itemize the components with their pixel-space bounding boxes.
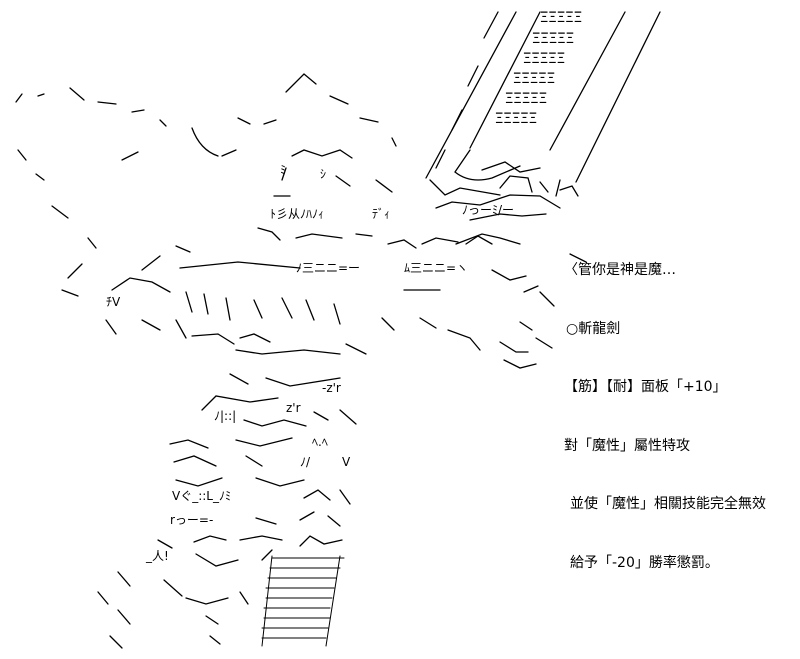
card-subtitle: ○斬龍劍 <box>566 320 621 337</box>
face-mark: _人! <box>145 549 169 563</box>
face-mark: ﾉ/ <box>300 455 311 469</box>
legs: ﾍ.ﾍ ﾉ/ V Vぐ_::L_ﾉﾐ rっー=- _人! <box>145 435 351 567</box>
face-mark: ﾐ <box>280 163 286 177</box>
face-mark: rっー=- <box>170 513 213 527</box>
face-mark: -z'r <box>322 381 341 395</box>
face-mark: ﾉっーﾐ/ー <box>462 203 514 217</box>
stats-line: 【筋】【耐】面板「+10」 <box>564 379 727 395</box>
hatched-block <box>261 555 345 647</box>
face-mark: ﾍ.ﾍ <box>312 435 328 449</box>
face-mark: ﾄ彡从ﾉﾊﾉｨ <box>270 207 324 221</box>
torso: ﾁV <box>105 277 537 369</box>
shoulder-band: ﾉ三ニニ=ー ﾑ三ニニ=ヽ <box>141 245 527 291</box>
blade-tile: ΞΞΞΞΞ <box>523 51 565 67</box>
caption-block: 〈管你是神是魔… ○斬龍劍 【筋】【耐】面板「+10」 對「魔性」屬性特攻 並使… <box>564 222 766 593</box>
card-name: 〈管你是神是魔… <box>564 262 676 278</box>
effect-line: 並使「魔性」相關技能完全無效 <box>570 496 766 512</box>
bottom-strokes <box>97 571 249 649</box>
blade-tile: ΞΞΞΞΞ <box>540 10 582 26</box>
blade-tile: ΞΞΞΞΞ <box>532 31 574 47</box>
face-mark: ｼ <box>320 167 326 181</box>
face-mark: ﾉ|::| <box>214 409 236 423</box>
sword-blade: ΞΞΞΞΞ ΞΞΞΞΞ ΞΞΞΞΞ ΞΞΞΞΞ ΞΞΞΞΞ ΞΞΞΞΞ <box>425 10 661 183</box>
head: ﾐ ｼ ﾄ彡从ﾉﾊﾉｨ ﾃﾞｨ ﾉっーﾐ/ー <box>257 149 514 249</box>
face-mark: Vぐ_::L_ﾉﾐ <box>172 489 231 503</box>
sword-blade-tiles: ΞΞΞΞΞ ΞΞΞΞΞ ΞΞΞΞΞ ΞΞΞΞΞ ΞΞΞΞΞ ΞΞΞΞΞ <box>495 10 582 127</box>
face-mark: z'r <box>286 401 301 415</box>
cape-strokes <box>15 73 397 297</box>
face-mark: ﾁV <box>106 295 121 309</box>
face-mark: ﾑ三ニニ=ヽ <box>404 261 468 275</box>
face-mark: ﾃﾞｨ <box>372 207 390 221</box>
blade-tile: ΞΞΞΞΞ <box>505 91 547 107</box>
effect-line: 給予「-20」勝率懲罰。 <box>570 554 719 571</box>
face-mark: ﾉ三ニニ=ー <box>296 261 360 275</box>
face-mark: V <box>342 455 351 469</box>
blade-tile: ΞΞΞΞΞ <box>495 111 537 127</box>
belt: ﾉ|::| z'r -z'r <box>201 373 357 427</box>
right-strokes <box>523 253 587 349</box>
blade-tile: ΞΞΞΞΞ <box>513 71 555 87</box>
sword-hilt <box>429 149 579 245</box>
effect-line: 對「魔性」屬性特攻 <box>564 437 690 454</box>
